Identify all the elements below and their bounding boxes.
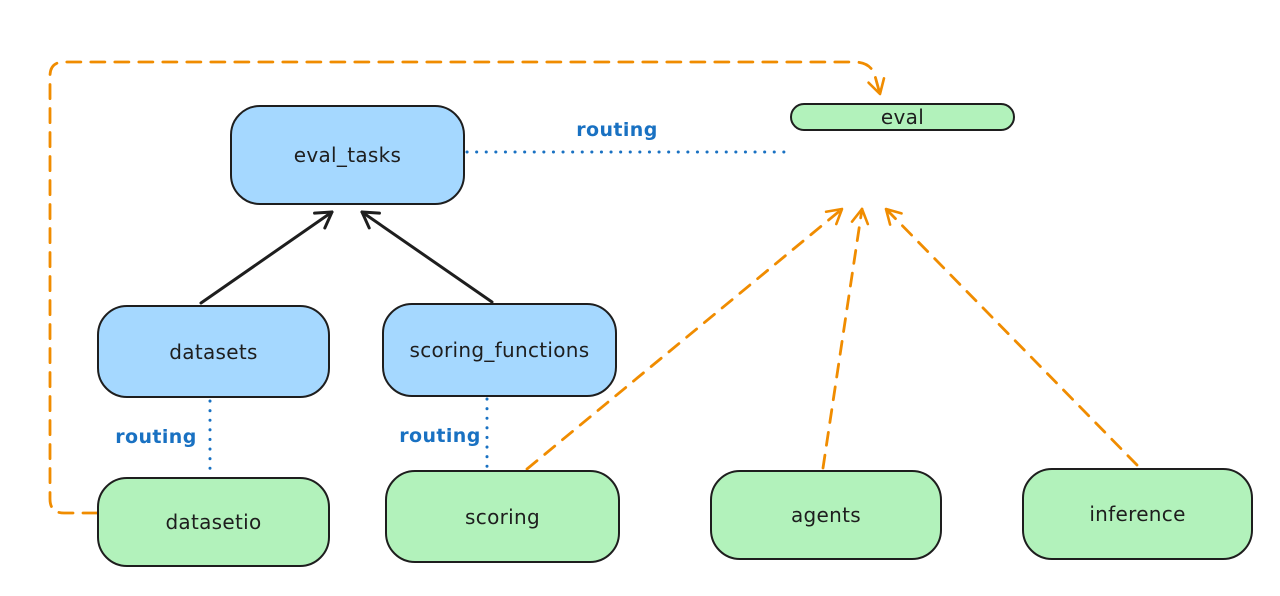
edge-scoring-to-eval — [525, 207, 844, 471]
edge-datasetio-to-eval — [48, 60, 886, 515]
node-agents: agents — [710, 470, 942, 560]
node-datasets-label: datasets — [169, 339, 258, 364]
edge-datasets-to-eval-tasks — [199, 210, 334, 305]
edge-label-routing-eval-tasks-eval: routing — [576, 119, 658, 141]
node-scoring: scoring — [385, 470, 620, 563]
node-agents-label: agents — [791, 503, 861, 527]
node-eval-tasks: eval_tasks — [230, 105, 465, 205]
node-datasetio: datasetio — [97, 477, 330, 567]
edge-label-routing-scoring-functions-scoring: routing — [399, 425, 481, 447]
node-eval-label: eval — [880, 105, 925, 129]
node-datasetio-label: datasetio — [165, 510, 262, 534]
node-datasets: datasets — [97, 305, 330, 398]
edge-scoring-functions-to-eval-tasks — [360, 210, 494, 304]
node-eval-tasks-label: eval_tasks — [293, 143, 402, 167]
node-eval: eval — [790, 103, 1015, 131]
node-scoring-label: scoring — [465, 504, 540, 529]
edge-label-routing-datasets-datasetio: routing — [115, 426, 197, 448]
node-inference-label: inference — [1089, 502, 1186, 526]
node-inference: inference — [1022, 468, 1253, 560]
edge-agents-to-eval — [821, 207, 870, 470]
node-scoring-functions-label: scoring_functions — [409, 338, 590, 362]
edge-inference-to-eval — [884, 207, 1139, 467]
node-scoring-functions: scoring_functions — [382, 303, 617, 397]
